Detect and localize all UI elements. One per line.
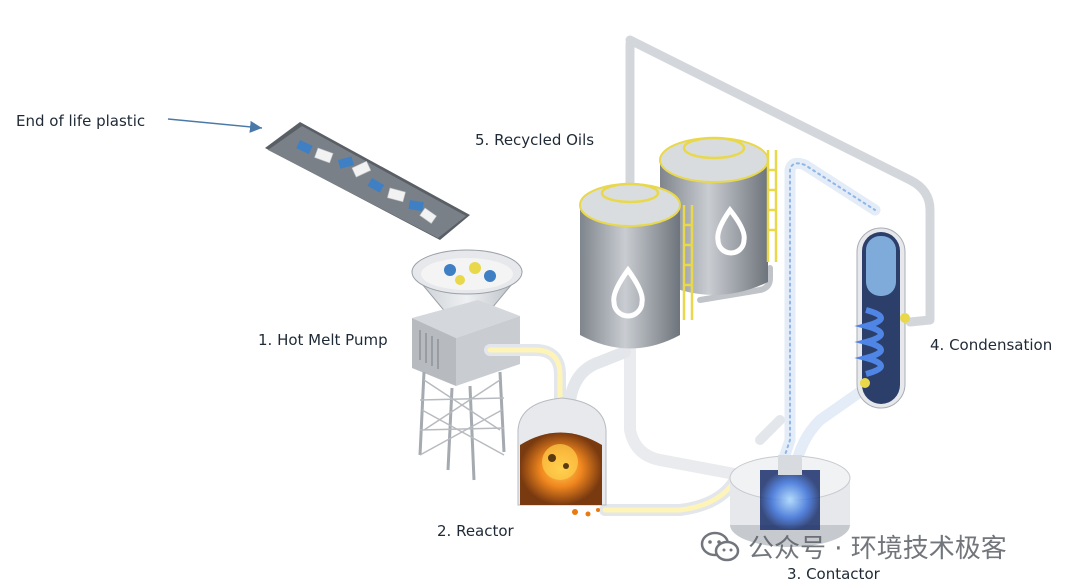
step-2-label: 2. Reactor [437, 522, 514, 540]
reactor [517, 397, 607, 517]
oil-drop-icon [611, 265, 645, 319]
condenser [854, 227, 910, 409]
step-4-label: 4. Condensation [930, 336, 1053, 354]
step-5-label: 5. Recycled Oils [475, 131, 595, 149]
recycled-oil-tanks [579, 136, 778, 349]
step-3-label: 3. Contactor [787, 565, 880, 583]
conveyor-belt [265, 122, 470, 240]
watermark: 公众号 · 环境技术极客 [700, 528, 1007, 565]
step-1-label: 1. Hot Melt Pump [258, 331, 388, 349]
input-label: End of life plastic [16, 112, 146, 130]
hopper [411, 249, 523, 321]
watermark-text: 公众号 · 环境技术极客 [748, 534, 1007, 564]
wechat-icon [700, 531, 740, 561]
hot-melt-pump [412, 300, 520, 481]
input-arrow [167, 118, 263, 133]
oil-drop-icon [715, 205, 747, 256]
contactor [729, 455, 851, 547]
